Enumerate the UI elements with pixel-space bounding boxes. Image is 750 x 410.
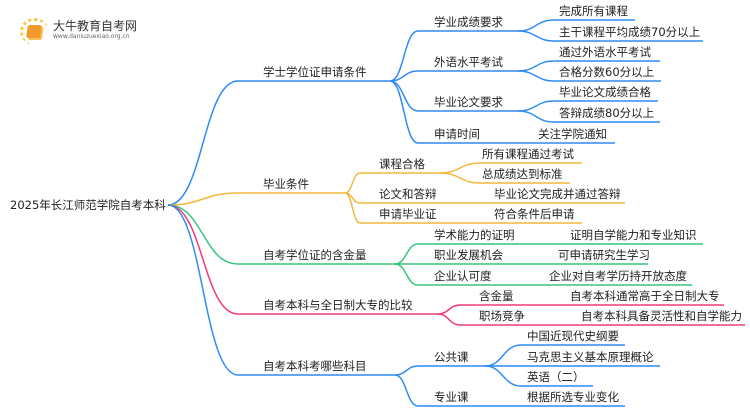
sub-connector xyxy=(394,365,485,376)
leaf-node[interactable]: 自考本科具备灵活性和自学能力 xyxy=(581,309,742,323)
branch-node[interactable]: 毕业条件 xyxy=(263,177,309,191)
leaf-node[interactable]: 总成绩达到标准 xyxy=(482,167,563,181)
sub-connector xyxy=(394,263,692,286)
sub-node[interactable]: 公共课 xyxy=(434,350,469,364)
sub-connector xyxy=(344,192,582,224)
leaf-node[interactable]: 根据所选专业变化 xyxy=(527,390,619,404)
leaf-connector xyxy=(517,30,703,42)
leaf-connector xyxy=(517,70,661,82)
leaf-node[interactable]: 毕业论文成绩合格 xyxy=(559,85,651,99)
branch-node[interactable]: 自考学位证的含金量 xyxy=(263,248,367,262)
sub-connector xyxy=(389,30,518,82)
leaf-node[interactable]: 答辩成绩80分以上 xyxy=(559,106,654,120)
leaf-connector xyxy=(484,344,625,367)
leaf-node[interactable]: 马克思主义基本原理概论 xyxy=(527,350,654,364)
sub-node[interactable]: 申请时间 xyxy=(434,127,480,141)
leaf-node[interactable]: 关注学院通知 xyxy=(538,127,607,141)
leaf-connector xyxy=(484,365,593,387)
site-logo: 大牛教育自考网 www.daniuzuexiao.org.cn xyxy=(20,18,138,45)
sub-connector xyxy=(394,374,625,407)
leaf-node[interactable]: 通过外语水平考试 xyxy=(559,45,651,59)
sub-node[interactable]: 申请毕业证 xyxy=(379,207,437,221)
leaf-node[interactable]: 符合条件后申请 xyxy=(494,207,575,221)
branch-node[interactable]: 自考本科考哪些科目 xyxy=(263,359,367,373)
leaf-connector xyxy=(517,19,635,32)
sub-connector xyxy=(389,80,615,144)
branch-connector-1 xyxy=(167,192,345,206)
leaf-node[interactable]: 中国近现代史纲要 xyxy=(527,329,619,343)
sub-node[interactable]: 企业认可度 xyxy=(434,269,492,283)
leaf-node[interactable]: 完成所有课程 xyxy=(559,4,628,18)
logo-url: www.daniuzuexiao.org.cn xyxy=(53,33,130,40)
leaf-node[interactable]: 可申请研究生学习 xyxy=(558,248,650,262)
sub-connector xyxy=(437,313,745,326)
sub-connector xyxy=(389,70,518,82)
branch-node[interactable]: 自考本科与全日制大专的比较 xyxy=(263,298,413,312)
sub-node[interactable]: 职业发展机会 xyxy=(434,248,503,262)
branch-node[interactable]: 学士学位证申请条件 xyxy=(263,65,367,79)
leaf-node[interactable]: 合格分数60分以上 xyxy=(559,65,654,79)
root-node: 2025年长江师范学院自考本科 xyxy=(10,198,166,212)
leaf-node[interactable]: 英语（二） xyxy=(527,370,585,384)
leaf-node[interactable]: 企业对自考学历持开放态度 xyxy=(549,269,687,283)
sub-node[interactable]: 职场竞争 xyxy=(479,309,525,323)
sub-node[interactable]: 毕业论文要求 xyxy=(434,95,503,109)
sub-node[interactable]: 学术能力的证明 xyxy=(434,228,515,242)
leaf-node[interactable]: 主干课程平均成绩70分以上 xyxy=(559,25,700,39)
leaf-node[interactable]: 所有课程通过考试 xyxy=(482,147,574,161)
logo-title: 大牛教育自考网 xyxy=(53,19,138,33)
sub-connector xyxy=(344,172,440,194)
leaf-node[interactable]: 证明自学能力和专业知识 xyxy=(570,228,697,242)
sub-node[interactable]: 课程合格 xyxy=(379,157,425,171)
leaf-connector xyxy=(439,172,570,184)
sub-node[interactable]: 学业成绩要求 xyxy=(434,15,503,29)
branch-connector-4 xyxy=(167,204,395,376)
branch-connector-3 xyxy=(167,204,438,315)
branch-connector-0 xyxy=(167,80,390,206)
sub-node[interactable]: 外语水平考试 xyxy=(434,55,503,69)
branch-connector-2 xyxy=(167,204,395,265)
sub-node[interactable]: 论文和答辩 xyxy=(379,187,437,201)
sub-node[interactable]: 专业课 xyxy=(434,390,469,404)
sub-node[interactable]: 含金量 xyxy=(479,289,514,303)
book-logo-icon xyxy=(20,18,49,45)
leaf-node[interactable]: 毕业论文完成并通过答辩 xyxy=(494,187,621,201)
leaf-node[interactable]: 自考本科通常高于全日制大专 xyxy=(570,289,720,303)
leaf-connector xyxy=(517,110,660,123)
